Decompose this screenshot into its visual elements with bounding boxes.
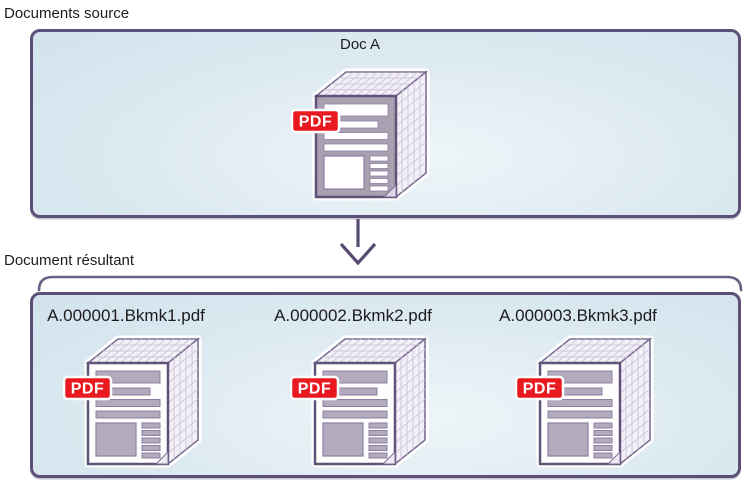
pdf-document-stack-icon [290,68,430,202]
result-file-name: A.000002.Bkmk2.pdf [274,306,432,325]
result-file-name: A.000003.Bkmk3.pdf [499,306,657,325]
source-section-label: Documents source [4,5,130,22]
result-section-label: Document résultant [4,252,135,269]
pdf-document-stack-icon [289,335,429,469]
down-arrow-icon [339,219,377,266]
result-file-name: A.000001.Bkmk1.pdf [47,306,205,325]
grouping-brace [37,275,743,292]
pdf-document-stack-icon [62,335,202,469]
doc-a-label: Doc A [339,36,381,53]
pdf-document-stack-icon [514,335,654,469]
